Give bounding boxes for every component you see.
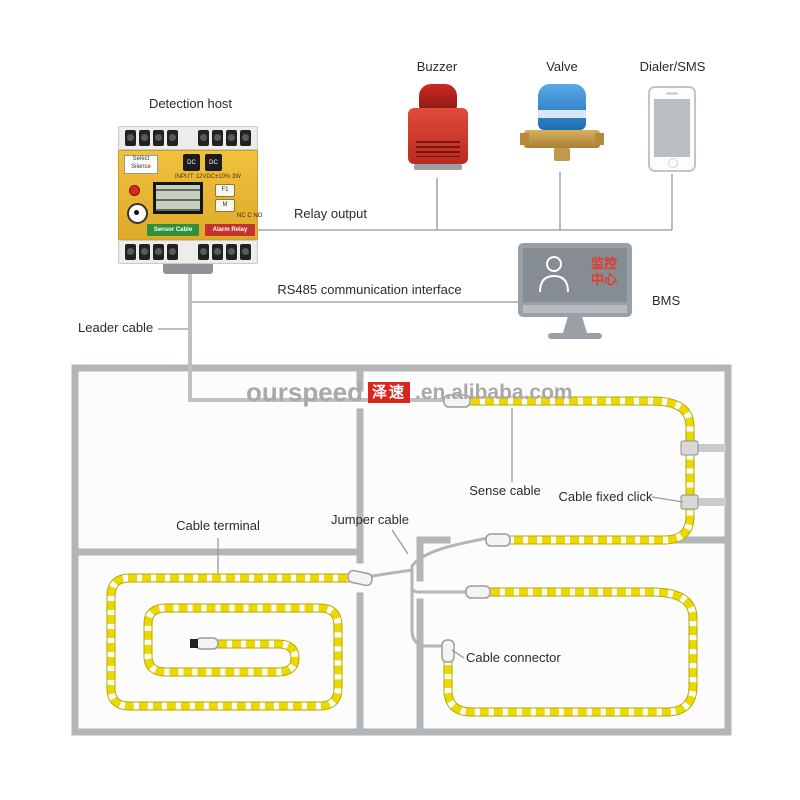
cable-connector xyxy=(441,639,455,663)
top-terminal-block xyxy=(118,126,258,150)
cable-connector-label: Cable connector xyxy=(466,650,561,665)
terminal-screw xyxy=(125,130,136,146)
terminal-screw xyxy=(226,130,237,146)
input-spec-text: INPUT: 12VDC±10% 3W xyxy=(175,174,241,180)
buzzer-label: Buzzer xyxy=(416,59,458,74)
terminal-screw xyxy=(226,244,237,260)
jumper-cable-label: Jumper cable xyxy=(330,512,410,527)
select-label: Select xyxy=(132,156,150,162)
m-button: M xyxy=(215,199,235,212)
terminal-screw xyxy=(139,130,150,146)
terminal-screw xyxy=(198,244,209,260)
dialer-sms-label: Dialer/SMS xyxy=(639,59,706,74)
phone-device xyxy=(648,86,696,172)
buzzer-device xyxy=(408,84,468,176)
terminal-screws xyxy=(125,130,178,146)
leader-cable-line xyxy=(188,260,444,402)
monitor-text-line2: 中心 xyxy=(590,271,617,287)
dc-module-2: DC xyxy=(205,154,222,171)
valve-actuator xyxy=(538,84,586,130)
terminal-screw xyxy=(198,130,209,146)
lcd-display xyxy=(153,182,203,214)
alarm-led xyxy=(129,185,140,196)
monitor-stand xyxy=(563,317,587,333)
din-rail-clip xyxy=(163,264,213,274)
terminal-screws xyxy=(198,244,251,260)
bms-label: BMS xyxy=(652,293,681,308)
terminal-screw xyxy=(212,244,223,260)
valve-hex-right xyxy=(595,133,604,145)
terminal-screw xyxy=(167,244,178,260)
select-silence-button: Select Silence xyxy=(124,155,158,174)
terminal-screw xyxy=(212,130,223,146)
valve-tail xyxy=(554,148,570,161)
phone-home-button xyxy=(668,158,678,168)
monitor-base xyxy=(548,333,602,339)
valve-device xyxy=(520,84,604,176)
silence-label: Silence xyxy=(131,163,151,170)
relay-output-lines xyxy=(256,172,673,231)
cable-fixed-click-1 xyxy=(680,440,726,456)
sensor-round-connector xyxy=(127,203,148,224)
rs485-label: RS485 communication interface xyxy=(277,282,462,297)
terminal-screw xyxy=(153,244,164,260)
detection-host-label: Detection host xyxy=(148,96,233,111)
sense-cable-label: Sense cable xyxy=(469,483,541,498)
lcd-screen xyxy=(156,185,200,211)
phone-earpiece xyxy=(666,92,678,95)
operator-icon xyxy=(539,256,569,293)
valve-hex-left xyxy=(520,133,529,145)
detection-host-device: Select Silence DC DC INPUT: 12VDC±10% 3W… xyxy=(118,126,262,274)
monitor-text-line1: 监控 xyxy=(590,256,617,271)
cable-fixed-click-2 xyxy=(680,494,726,510)
leader-loop-connector xyxy=(443,394,471,408)
terminal-screws xyxy=(198,130,251,146)
terminal-screw xyxy=(153,130,164,146)
monitoring-center-text: 监控 中心 xyxy=(591,256,617,287)
valve-label: Valve xyxy=(546,59,578,74)
f1-button: F1 xyxy=(215,184,235,197)
sensor-cable-strip: Sensor Cable xyxy=(147,224,199,236)
cable-terminal xyxy=(190,637,219,650)
terminal-screws xyxy=(125,244,178,260)
leader-cable-label: Leader cable xyxy=(78,320,154,335)
monitor-screen: 监控 中心 xyxy=(518,243,632,317)
monitor-display: 监控 中心 xyxy=(523,248,627,302)
loop2-start-connector xyxy=(465,585,491,599)
bms-monitor: 监控 中心 xyxy=(518,243,632,343)
buzzer-body xyxy=(408,108,468,164)
valve-body xyxy=(524,130,600,148)
device-body: Select Silence DC DC INPUT: 12VDC±10% 3W… xyxy=(118,150,262,240)
phone-screen xyxy=(654,99,690,157)
relay-terminal-labels: NC C NO xyxy=(237,213,263,219)
terminal-screw xyxy=(240,244,251,260)
terminal-screw xyxy=(167,130,178,146)
strobe-dome xyxy=(419,84,457,110)
monitor-chin xyxy=(523,305,627,313)
valve-band xyxy=(538,110,586,118)
bottom-terminal-block xyxy=(118,240,258,264)
terminal-screw xyxy=(139,244,150,260)
cable-fixed-click-label: Cable fixed click xyxy=(558,489,653,504)
terminal-screw xyxy=(125,244,136,260)
label-pointer-lines xyxy=(217,408,684,659)
loop3-connector xyxy=(347,569,373,587)
terminal-screw xyxy=(240,130,251,146)
alarm-relay-strip: Alarm Relay xyxy=(205,224,255,236)
dc-module-1: DC xyxy=(183,154,200,171)
buzzer-base xyxy=(414,164,462,170)
relay-output-label: Relay output xyxy=(294,206,367,221)
cable-terminal-label: Cable terminal xyxy=(176,518,260,533)
loop1-end-connector xyxy=(485,533,511,547)
